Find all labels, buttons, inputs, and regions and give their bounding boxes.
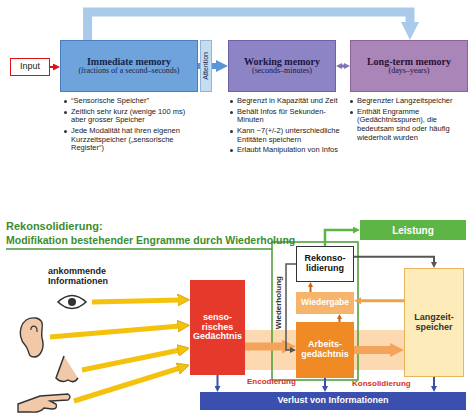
storage-box: Langzeit- speicher xyxy=(404,268,464,377)
bullet-note: Zeitlich sehr kurz (wenige 100 ms) aber … xyxy=(71,108,202,125)
node-title: Rekonso- lidierung xyxy=(298,254,352,274)
node-title: Langzeit- speicher xyxy=(406,313,462,333)
ear-icon xyxy=(20,318,43,357)
bullet-note: “Sensorische Speicher” xyxy=(71,97,149,106)
sense-arrow xyxy=(74,368,180,401)
connector xyxy=(50,66,54,68)
bullet-list: Begrenzt in Kapazität und ZeitBehält Inf… xyxy=(230,97,342,155)
bullet-item: Erlaubt Manipulation von Infos xyxy=(230,146,342,155)
connector xyxy=(433,377,435,387)
node-title: Arbeits- gedächtnis xyxy=(297,340,353,360)
eye-pupil xyxy=(68,298,76,306)
flow-band xyxy=(354,330,404,370)
section-subtitle: Modifikation bestehender Engramme durch … xyxy=(6,234,326,246)
process-box: senso- risches Gedächtnis xyxy=(190,280,245,375)
node-title: Working memory xyxy=(244,56,320,67)
bullet-dot xyxy=(64,111,67,114)
sense-arrow xyxy=(92,300,180,302)
node-subtitle: (days–years) xyxy=(389,67,430,76)
bullet-item: “Sensorische Speicher” xyxy=(64,97,202,106)
bullet-item: Enthält Engramme (Gedächtnisspuren), die… xyxy=(350,108,468,143)
bullet-item: Begrenzt in Kapazität und Zeit xyxy=(230,97,342,106)
connector xyxy=(217,375,219,387)
bullet-note: Erlaubt Manipulation von Infos xyxy=(237,146,338,155)
bullet-dot xyxy=(350,100,353,103)
sense-arrow xyxy=(50,326,180,337)
bullet-dot xyxy=(230,149,233,152)
edge-label: Encodierung xyxy=(247,378,296,387)
input-caption: ankommende Informationen xyxy=(48,266,120,287)
connector xyxy=(354,257,434,263)
memory-stage: Long-term memory(days–years) xyxy=(350,40,468,92)
memory-stage: Working memory(seconds–minutes) xyxy=(228,40,336,92)
connector xyxy=(245,343,285,351)
bullet-note: Enthält Engramme (Gedächtnisspuren), die… xyxy=(357,108,468,143)
hand-icon xyxy=(18,394,70,412)
bullet-list: Begrenzter LangzeitspeicherEnthält Engra… xyxy=(350,97,468,142)
node-title: Input xyxy=(20,62,40,72)
bullet-list: “Sensorische Speicher” Zeitlich sehr kurz… xyxy=(64,97,202,153)
bullet-dot xyxy=(230,130,233,133)
process-box: Wiedergabe xyxy=(296,292,354,314)
bullet-dot xyxy=(64,100,67,103)
bullet-note: Jede Modalität hat ihren eigenen Kurzzei… xyxy=(71,127,202,153)
edge-label: Konsolidierung xyxy=(352,380,411,389)
highlight-frame xyxy=(272,242,358,380)
connector xyxy=(88,12,410,40)
bullet-item: Begrenzter Langzeitspeicher xyxy=(350,97,468,106)
bullet-note: Begrenzt in Kapazität und Zeit xyxy=(237,97,337,106)
input-box: Input xyxy=(10,58,50,76)
bullet-dot xyxy=(230,111,233,114)
bullet-item: Zeitlich sehr kurz (wenige 100 ms) aber … xyxy=(64,108,202,125)
edge-label: Wiederholung xyxy=(275,276,284,329)
bullet-note: Begrenzter Langzeitspeicher xyxy=(357,97,452,106)
eye-icon xyxy=(58,296,86,309)
connector xyxy=(324,378,326,387)
bullet-dot xyxy=(350,111,353,114)
bullet-item: Behält Infos für Sekunden-Minuten xyxy=(230,108,342,125)
process-box: Rekonso- lidierung xyxy=(296,246,354,282)
leader-line xyxy=(6,248,272,250)
node-title: Attention xyxy=(202,52,210,80)
node-title: Verlust von Informationen xyxy=(277,396,388,406)
connector xyxy=(325,230,354,246)
node-title: senso- risches Gedächtnis xyxy=(191,313,244,343)
ear-icon xyxy=(31,326,37,332)
bullet-note: Kann ~7(+/-2) unterschiedliche Entitäten… xyxy=(237,127,342,144)
bullet-dot xyxy=(64,130,67,133)
node-subtitle: (seconds–minutes) xyxy=(252,67,312,76)
bullet-dot xyxy=(230,100,233,103)
node-title: Immediate memory xyxy=(87,56,171,67)
connector xyxy=(286,264,296,350)
bullet-note: Behält Infos für Sekunden-Minuten xyxy=(237,108,342,125)
attention-gate: Attention xyxy=(200,40,212,92)
process-box: Arbeits- gedächtnis xyxy=(296,322,354,378)
section-title: Rekonsolidierung: xyxy=(6,220,306,233)
bullet-item: Jede Modalität hat ihren eigenen Kurzzei… xyxy=(64,127,202,153)
connector xyxy=(354,346,393,354)
node-title: Long-term memory xyxy=(367,56,451,67)
node-title: Leistung xyxy=(392,225,434,236)
node-subtitle: (fractions of a second–seconds) xyxy=(78,67,179,76)
bullet-item: Kann ~7(+/-2) unterschiedliche Entitäten… xyxy=(230,127,342,144)
sense-arrow xyxy=(82,350,180,370)
output-box: Leistung xyxy=(360,220,466,240)
connector xyxy=(341,65,345,68)
memory-stage: Immediate memory(fractions of a second–s… xyxy=(60,40,198,92)
node-title: Wiedergabe xyxy=(301,298,349,307)
loss-band: Verlust von Informationen xyxy=(200,392,466,410)
connector xyxy=(360,299,404,302)
nose-icon xyxy=(56,356,78,382)
